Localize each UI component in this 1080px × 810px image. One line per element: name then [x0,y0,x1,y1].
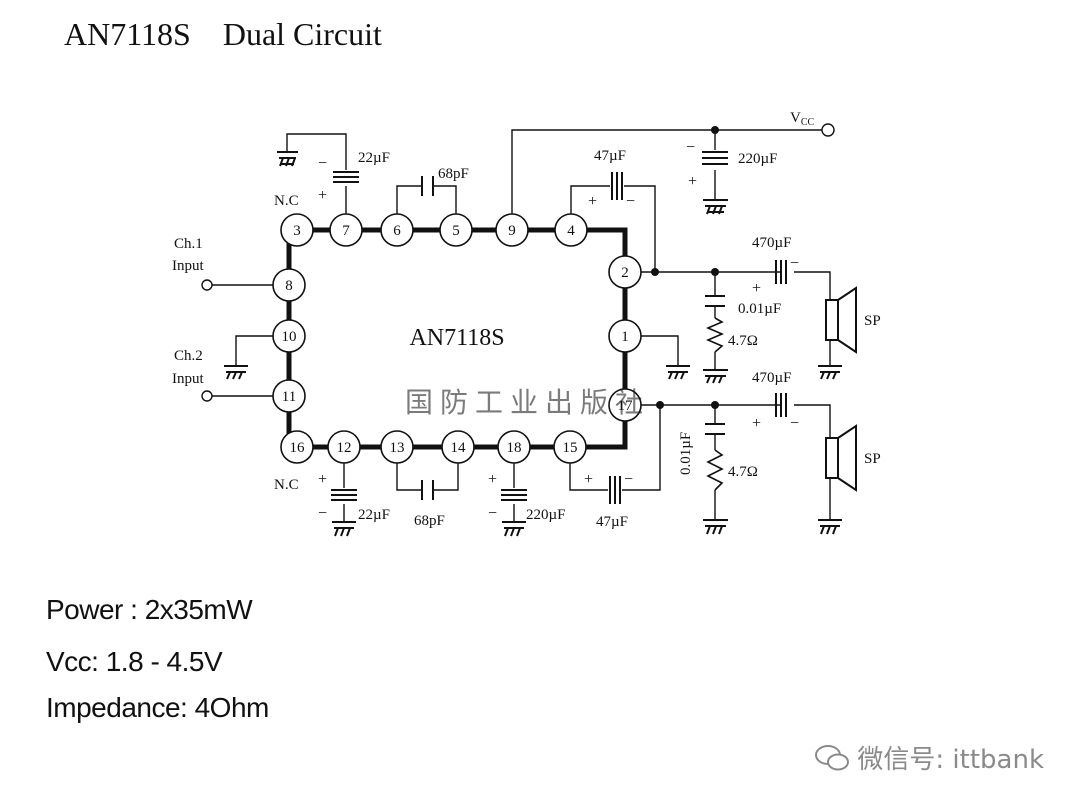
vcc-terminal [821,123,835,137]
speaker-2-icon [825,424,857,492]
plus-mark: + [318,471,327,488]
label-sp1: SP [864,313,881,329]
label-ch1-line1: Ch.1 [174,236,203,252]
label-nc-top: N.C [274,193,299,209]
pin-12: 12 [337,440,352,456]
pin-6: 6 [393,223,401,239]
pin-10: 10 [282,329,297,345]
wechat-id: 微信号: ittbank [857,745,1044,775]
wires [212,129,831,522]
minus-mark: − [686,139,695,156]
pin-8: 8 [285,278,293,294]
label-220uf-bottom: 220µF [526,507,566,523]
label-47ohm-1: 4.7Ω [728,333,758,349]
minus-mark: − [318,505,327,522]
capacitor-symbols [331,151,787,504]
minus-mark: − [790,255,799,272]
label-001uf-2: 0.01µF [678,432,694,475]
ic-pins [272,213,642,464]
pin-17: 17 [618,398,634,414]
spec-impedance: Impedance: 4Ohm [46,692,269,723]
minus-mark: − [318,155,327,172]
publisher-watermark: 国 防 工 业 出 版 社 [405,387,643,419]
spec-power: Power : 2x35mW [46,594,253,625]
pin-13: 13 [390,440,405,456]
speaker-1-icon [825,286,857,354]
wechat-icon [815,744,850,770]
plus-mark: + [584,471,593,488]
label-470uf-1: 470µF [752,235,792,251]
ch2-input-terminal [201,390,213,402]
spec-vcc: Vcc: 1.8 - 4.5V [46,646,223,677]
minus-mark: − [624,471,633,488]
pin-9: 9 [508,223,516,239]
plus-mark: + [752,415,761,432]
ch1-input-terminal [201,279,213,291]
plus-mark: + [588,193,597,210]
label-47ohm-2: 4.7Ω [728,464,758,480]
label-nc-bottom: N.C [274,477,299,493]
minus-mark: − [626,193,635,210]
label-22uf-top: 22µF [358,150,390,166]
plus-mark: + [752,280,761,297]
label-68pf-bottom: 68pF [414,513,445,529]
plus-mark: + [318,187,327,204]
pin-3: 3 [293,223,301,239]
label-ch1-line2: Input [172,258,204,274]
diagram-title: AN7118S Dual Circuit [64,16,382,52]
label-68pf-top: 68pF [438,166,469,182]
label-470uf-2: 470µF [752,370,792,386]
minus-mark: − [790,415,799,432]
ground-symbols [224,151,842,537]
label-ch2-line1: Ch.2 [174,348,203,364]
pin-15: 15 [563,440,578,456]
label-vcc: VCC [790,110,815,128]
label-sp2: SP [864,451,881,467]
pin-16: 16 [290,440,306,456]
label-ch2-line2: Input [172,371,204,387]
label-220uf-top: 220µF [738,151,778,167]
pin-5: 5 [452,223,460,239]
label-47uf-top: 47µF [594,148,626,164]
pin-1: 1 [621,329,629,345]
chip-label: AN7118S [409,325,504,351]
plus-mark: + [688,173,697,190]
label-47uf-bottom: 47µF [596,514,628,530]
junctions [651,126,719,409]
pin-14: 14 [451,440,467,456]
pin-18: 18 [507,440,522,456]
pin-7: 7 [342,223,350,239]
wechat-watermark: 微信号: ittbank [813,739,1044,776]
label-001uf-1: 0.01µF [738,301,781,317]
label-22uf-bottom: 22µF [358,507,390,523]
minus-mark: − [488,505,497,522]
plus-mark: + [488,471,497,488]
pin-4: 4 [567,223,575,239]
resistor-symbols [705,317,725,491]
pin-11: 11 [282,389,296,405]
pin-2: 2 [621,265,629,281]
